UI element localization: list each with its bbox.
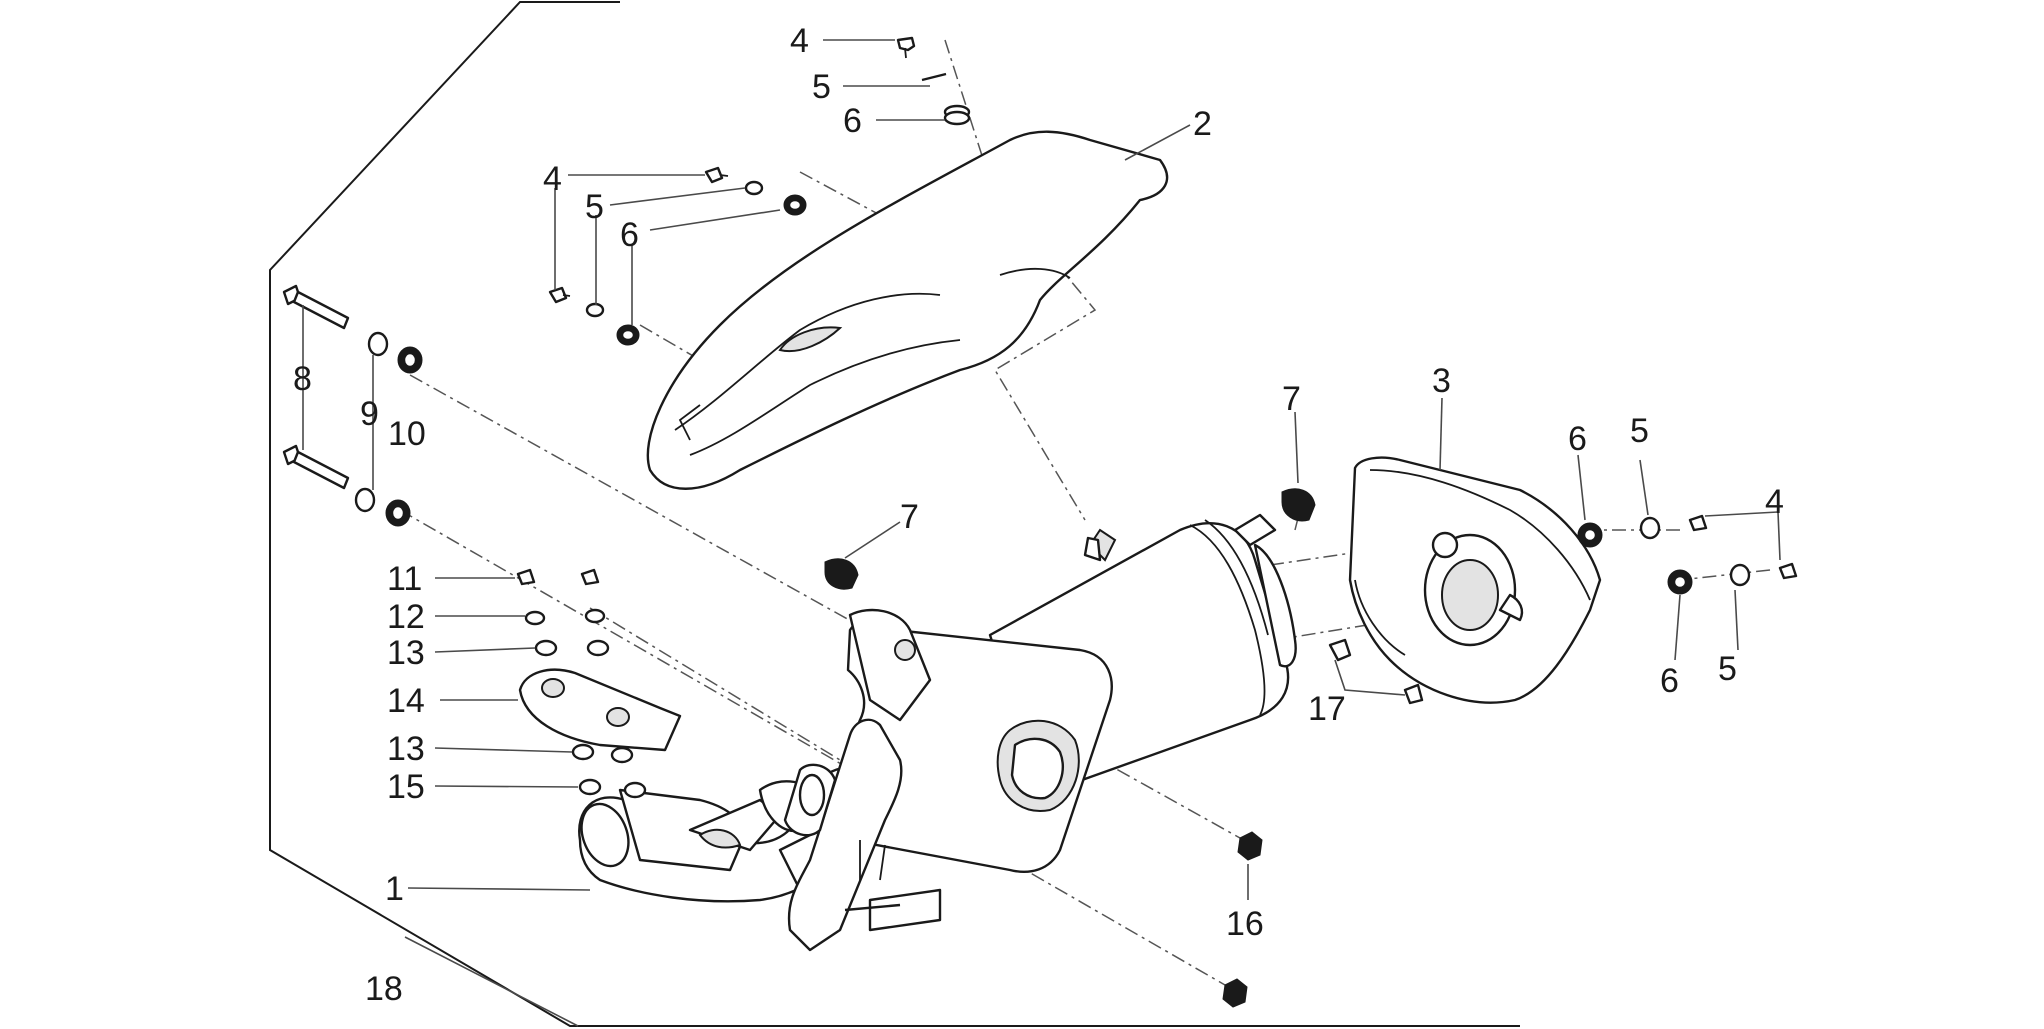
muffler-bracket: [783, 608, 1113, 952]
fasteners: [282, 36, 1798, 1008]
callout-7-right: 7: [1282, 380, 1301, 418]
callout-6-left: 6: [620, 216, 639, 254]
callout-18: 18: [365, 970, 403, 1008]
callout-9: 9: [360, 395, 379, 433]
callout-10: 10: [388, 415, 426, 453]
callout-2: 2: [1193, 105, 1212, 143]
callout-12: 12: [387, 598, 425, 636]
callout-15: 15: [387, 768, 425, 806]
leader-lines: [302, 39, 1781, 1027]
callout-4-left: 4: [543, 160, 562, 198]
callout-6-right-upper: 6: [1568, 420, 1587, 458]
callout-6-right-lower: 6: [1660, 662, 1679, 700]
callout-14: 14: [387, 682, 425, 720]
callout-5-right-lower: 5: [1718, 650, 1737, 688]
callout-11: 11: [387, 560, 422, 598]
callout-5-top: 5: [812, 68, 831, 106]
callout-3: 3: [1432, 362, 1451, 400]
callout-5-right-upper: 5: [1630, 412, 1649, 450]
callout-8: 8: [293, 360, 312, 398]
upper-heat-shield: [646, 130, 1169, 490]
callout-6-top: 6: [843, 102, 862, 140]
callout-17: 17: [1308, 690, 1346, 728]
callout-16: 16: [1226, 905, 1264, 943]
kit-boundary-frame: [269, 1, 1520, 1027]
callout-1: 1: [385, 870, 404, 908]
callout-13-lower: 13: [387, 730, 425, 768]
callout-4-top: 4: [790, 22, 809, 60]
muffler-end-cap: [1348, 456, 1602, 704]
callout-4-right: 4: [1765, 483, 1784, 521]
callout-7-left: 7: [900, 498, 919, 536]
callout-5-left: 5: [585, 188, 604, 226]
callout-labels: 1 2 3 4 4 4 5 5 5 5 6 6 6 6 7 7 8 9 10 1…: [293, 22, 1784, 1008]
callout-13-upper: 13: [387, 634, 425, 672]
